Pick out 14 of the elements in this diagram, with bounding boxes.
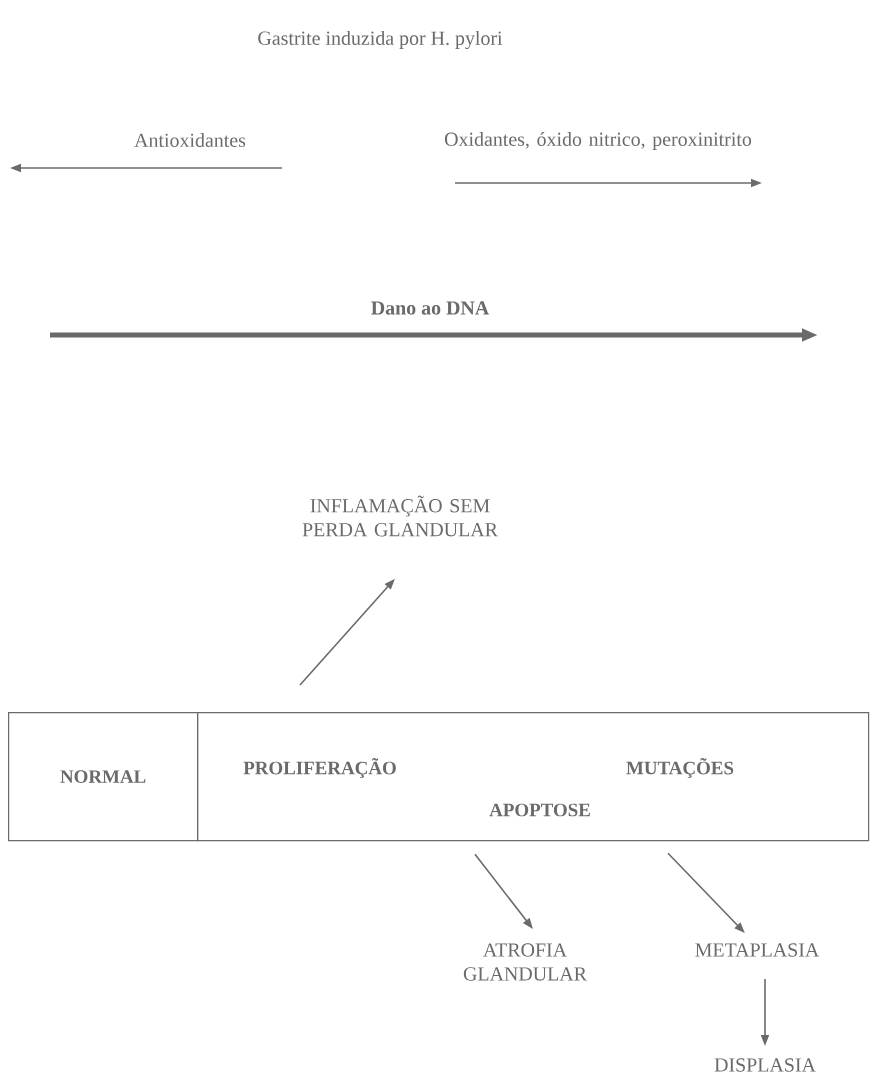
table-cell: NORMAL	[8, 712, 199, 842]
label-text: Antioxidantes	[134, 133, 246, 147]
cell-text: PROLIFERAÇÃO	[243, 757, 396, 779]
stage-label: DISPLASIA	[714, 1058, 816, 1072]
arrow	[667, 852, 745, 933]
table-cell	[197, 712, 870, 842]
stage-label: METAPLASIA	[695, 943, 820, 957]
cell-text: MUTAÇÕES	[626, 757, 734, 779]
heading-text: Dano ao DNA	[371, 301, 490, 315]
title: Gastrite induzida por H. pylori	[258, 30, 503, 50]
stage-label: ATROFIA GLANDULAR	[463, 943, 587, 981]
label-text: Oxidantes, óxido nitrico, peroxinitrito	[445, 131, 752, 151]
cell-text: APOPTOSE	[489, 803, 590, 817]
stage-label: INFLAMAÇÃO SEM PERDA GLANDULAR	[302, 495, 498, 537]
